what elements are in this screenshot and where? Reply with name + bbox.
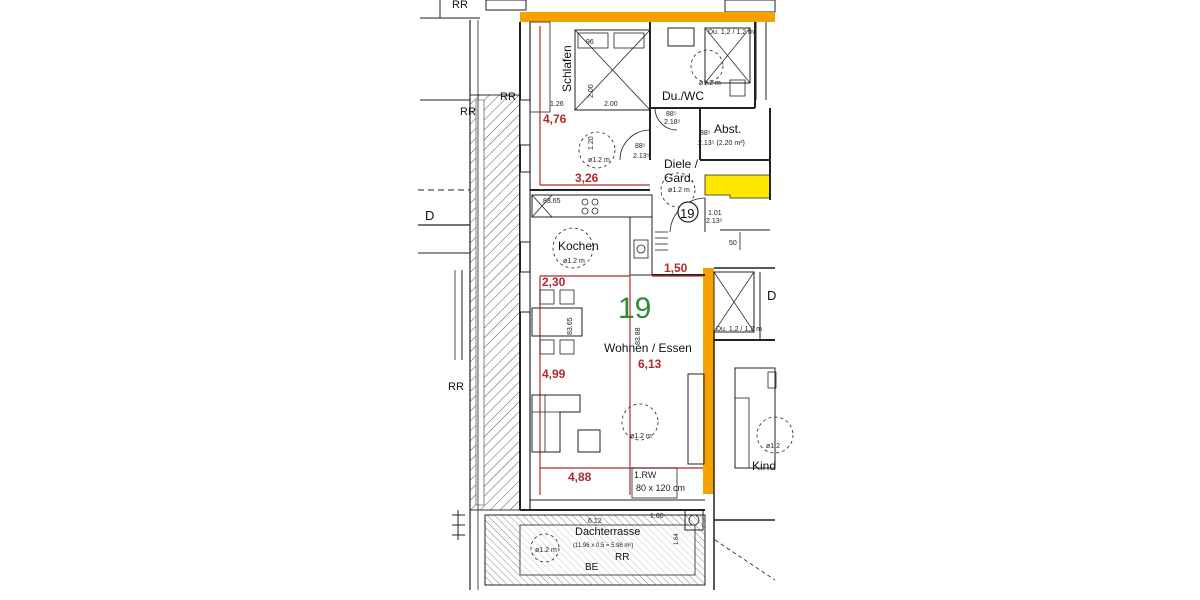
room-wohnen — [531, 276, 705, 499]
bed-small: 1.20 — [588, 136, 595, 150]
terrace-side-h: 1.64 — [674, 533, 680, 545]
rr-bottom-left: RR — [448, 381, 464, 393]
living-door: 83.88 — [635, 327, 642, 345]
room-label-terrasse: Dachterrasse — [575, 526, 640, 538]
light-bath: ø1.2 m — [699, 80, 721, 87]
entry-door-h: 2.13⁵ — [706, 218, 723, 225]
abst-door: 88⁵ — [700, 130, 711, 137]
rw-label: 1.RW — [634, 470, 657, 480]
be-label: BE — [585, 562, 599, 573]
bath-door: 88⁵ — [666, 111, 677, 118]
right-neighbor — [713, 22, 794, 590]
left-roof-hatch — [454, 20, 521, 590]
light-living: ø1.2 m — [630, 433, 652, 440]
room-label-abst: Abst. — [714, 122, 741, 136]
light-diele: ø1.2 m — [668, 187, 690, 194]
wall-96: 96 — [586, 39, 594, 46]
room-abst — [699, 108, 771, 200]
dim-living-height: 4,99 — [542, 367, 566, 381]
top-neighbor-fragment — [420, 0, 776, 19]
room-label-kochen: Kochen — [558, 239, 599, 253]
dim-kitchen-height: 2,30 — [542, 275, 566, 289]
dim-kitchen-depth: 1,50 — [664, 261, 688, 275]
rr-terrace: RR — [615, 552, 629, 563]
bed-side: 1.26 — [550, 101, 564, 108]
terrace-width: 6.12 — [588, 518, 602, 525]
bed-height: 2.00 — [588, 84, 595, 98]
sleep-door: 88⁵ — [635, 143, 646, 150]
apartment-badge-circle — [677, 201, 699, 223]
room-schlafen — [529, 21, 651, 191]
rw-size: 80 x 120 cm — [636, 483, 685, 493]
apartment-badge-number: 19 — [680, 206, 694, 221]
room-label-diele: Diele / — [664, 157, 699, 171]
dim-living-width: 4,88 — [568, 470, 592, 484]
dining-window: 83.65 — [567, 317, 574, 335]
sleep-door-h: 2.13⁵ — [633, 153, 650, 160]
terrace-side: 1.00 — [650, 513, 664, 520]
room-label-wohnen: Wohnen / Essen — [604, 341, 692, 355]
val-50: 50 — [729, 240, 737, 247]
entry-door: 1.01 — [708, 210, 722, 217]
room-label-du-wc: Du./WC — [662, 89, 704, 103]
bed-width: 2.00 — [604, 101, 618, 108]
du-size-right: Du. 1,2 / 1,2 m — [716, 326, 762, 333]
light-terrace: ø1.2 m — [535, 547, 557, 554]
rr-mid: RR — [460, 106, 476, 118]
d-right: D — [767, 288, 776, 303]
rr-top: RR — [452, 0, 468, 11]
outer-walls — [519, 12, 775, 511]
room-label-kind: Kind — [752, 459, 776, 473]
dim-living-mid: 6,13 — [638, 357, 662, 371]
room-label-schlafen: Schlafen — [560, 45, 574, 92]
apartment-number: 19 — [618, 292, 651, 325]
du-size-top: Du. 1,2 / 1,2 m — [708, 29, 754, 36]
terrace — [452, 509, 776, 586]
room-kochen — [531, 194, 705, 277]
room-label-gard: Gard. — [664, 171, 694, 185]
d-left: D — [425, 208, 434, 223]
left-external-lines — [418, 99, 470, 254]
light-kind: ø1.2 — [766, 443, 780, 450]
terrace-area: (11.96 x 0.5 = 5.98 m²) — [573, 543, 633, 549]
light-schlafen: ø1.2 m — [588, 157, 610, 164]
bath-door-h: 2.18⁵ — [664, 119, 681, 126]
kitchen-window: 83.65 — [543, 198, 561, 205]
room-du-wc — [649, 22, 756, 131]
abst-area: 2.13⁵ (2.20 m²) — [698, 140, 745, 147]
dim-schlafen-width: 3,26 — [575, 171, 599, 185]
light-kochen: ø1.2 m — [563, 258, 585, 265]
dim-schlafen-height: 4,76 — [543, 112, 567, 126]
rr-left: RR — [500, 91, 516, 103]
